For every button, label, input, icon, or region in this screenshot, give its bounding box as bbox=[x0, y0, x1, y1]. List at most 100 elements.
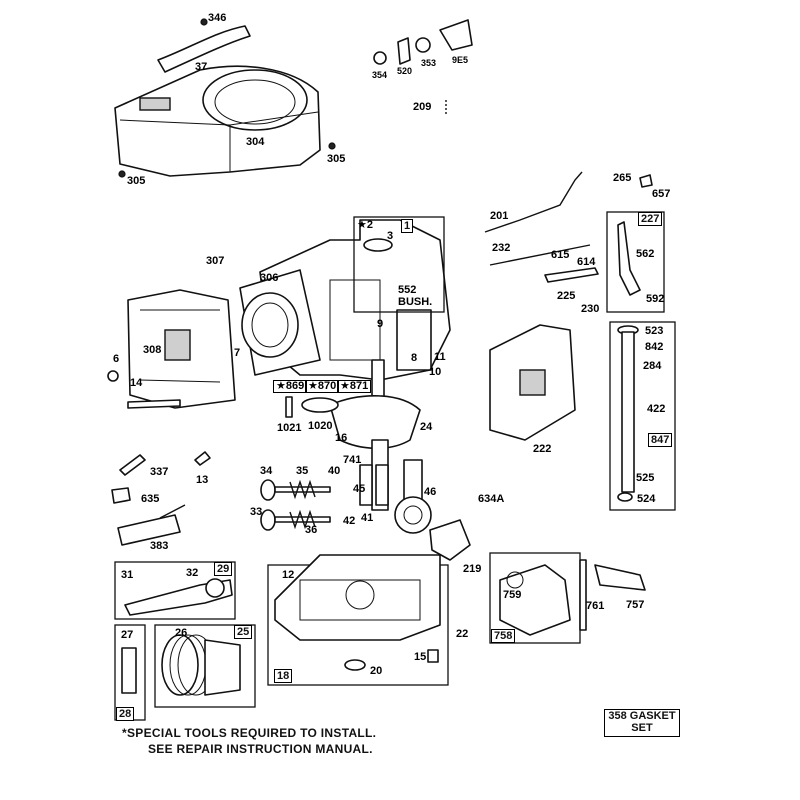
label-16: 16 bbox=[335, 432, 348, 444]
camshaft-part bbox=[394, 459, 432, 534]
label-741: 741 bbox=[343, 454, 362, 466]
carburetor-plate-part bbox=[127, 289, 236, 409]
screw-part bbox=[200, 18, 208, 26]
box-label-25: 25 bbox=[234, 625, 253, 639]
label-13: 13 bbox=[196, 474, 209, 486]
gasket-set-number: 358 bbox=[608, 710, 627, 722]
breather-plate-part bbox=[489, 324, 576, 441]
label-592: 592 bbox=[646, 293, 665, 305]
box-label-847: 847 bbox=[648, 433, 673, 447]
label-1021: 1021 bbox=[277, 422, 302, 434]
label-562: 562 bbox=[636, 248, 655, 260]
label-230: 230 bbox=[581, 303, 600, 315]
label-422: 422 bbox=[647, 403, 666, 415]
bracket-part bbox=[439, 19, 473, 51]
label-635: 635 bbox=[141, 493, 160, 505]
label-6: 6 bbox=[113, 353, 120, 365]
valve-part bbox=[260, 509, 331, 531]
label-353: 353 bbox=[421, 58, 437, 68]
box-label-227: 227 bbox=[638, 212, 663, 226]
cylinder-block-part bbox=[239, 219, 451, 381]
label-36: 36 bbox=[305, 524, 318, 536]
air-guide-part bbox=[157, 25, 251, 73]
label-383: 383 bbox=[150, 540, 169, 552]
gear-part bbox=[415, 37, 431, 53]
label-759: 759 bbox=[503, 589, 522, 601]
label-615: 615 bbox=[551, 249, 570, 261]
dipstick-tube-part bbox=[617, 325, 639, 502]
lever-part bbox=[544, 267, 599, 283]
label-520: 520 bbox=[397, 66, 413, 76]
repair-manual-note: SEE REPAIR INSTRUCTION MANUAL. bbox=[148, 742, 373, 756]
label-2: ★2 bbox=[357, 219, 373, 231]
label-31: 31 bbox=[121, 569, 134, 581]
label-12: 12 bbox=[282, 569, 295, 581]
pin-part bbox=[285, 396, 293, 418]
label-232: 232 bbox=[492, 242, 511, 254]
label-523: 523 bbox=[645, 325, 664, 337]
label-525: 525 bbox=[636, 472, 655, 484]
label-657: 657 bbox=[652, 188, 671, 200]
label-871: ★871 bbox=[337, 380, 372, 393]
label-265: 265 bbox=[613, 172, 632, 184]
label-219: 219 bbox=[463, 563, 482, 575]
label-11: 11 bbox=[434, 351, 446, 363]
part-box-25 bbox=[154, 624, 256, 708]
label-42: 42 bbox=[343, 515, 356, 527]
label-869: ★869 bbox=[273, 380, 308, 393]
label-305: 305 bbox=[127, 175, 146, 187]
label-346: 346 bbox=[208, 12, 227, 24]
label-354: 354 bbox=[372, 70, 388, 80]
plate-part bbox=[397, 37, 411, 65]
seal-part bbox=[301, 397, 339, 413]
label-3: 3 bbox=[387, 230, 394, 242]
gasket-plate-part bbox=[396, 309, 432, 371]
label-761: 761 bbox=[586, 600, 605, 612]
part-box-227 bbox=[606, 211, 665, 313]
piston-rings-part bbox=[161, 634, 241, 696]
label-8: 8 bbox=[411, 352, 418, 364]
starter-bracket-part bbox=[499, 564, 571, 636]
label-634A: 634A bbox=[478, 493, 505, 505]
label-26: 26 bbox=[175, 627, 188, 639]
label-41: 41 bbox=[361, 512, 374, 524]
lever-part bbox=[594, 564, 646, 591]
label-225: 225 bbox=[557, 290, 576, 302]
label-870: ★870 bbox=[305, 380, 340, 393]
valve-part bbox=[260, 479, 331, 501]
label-842: 842 bbox=[645, 341, 664, 353]
oil-sump-part bbox=[274, 554, 441, 641]
label-14: 14 bbox=[130, 377, 143, 389]
bracket-part bbox=[429, 519, 471, 561]
label-9: 9 bbox=[377, 318, 384, 330]
label-1020: 1020 bbox=[308, 420, 333, 432]
governor-lever-part bbox=[617, 221, 641, 296]
label-24: 24 bbox=[420, 421, 433, 433]
box-label-758: 758 bbox=[491, 629, 516, 643]
gasket-set-box: 358 GASKET SET bbox=[604, 709, 680, 737]
label-7: 7 bbox=[234, 347, 241, 359]
label-222: 222 bbox=[533, 443, 552, 455]
label-305: 305 bbox=[327, 153, 346, 165]
label-34: 34 bbox=[260, 465, 273, 477]
label-22: 22 bbox=[456, 628, 469, 640]
label-bush: BUSH. bbox=[398, 296, 433, 308]
link-rod-part bbox=[484, 171, 583, 233]
link-rod-part bbox=[489, 244, 591, 266]
label-20: 20 bbox=[370, 665, 383, 677]
label-15: 15 bbox=[414, 651, 427, 663]
bolt-part bbox=[127, 399, 181, 409]
special-tools-note: *SPECIAL TOOLS REQUIRED TO INSTALL. bbox=[122, 726, 377, 740]
box-label-18: 18 bbox=[274, 669, 293, 683]
box-label-1: 1 bbox=[401, 219, 414, 233]
label-45: 45 bbox=[353, 483, 366, 495]
label-35: 35 bbox=[296, 465, 309, 477]
label-40: 40 bbox=[328, 465, 341, 477]
piston-pin-part bbox=[121, 647, 137, 694]
gasket-set-subtitle: SET bbox=[631, 722, 653, 734]
label-524: 524 bbox=[637, 493, 656, 505]
tappet-part bbox=[359, 464, 373, 506]
label-27: 27 bbox=[121, 629, 134, 641]
